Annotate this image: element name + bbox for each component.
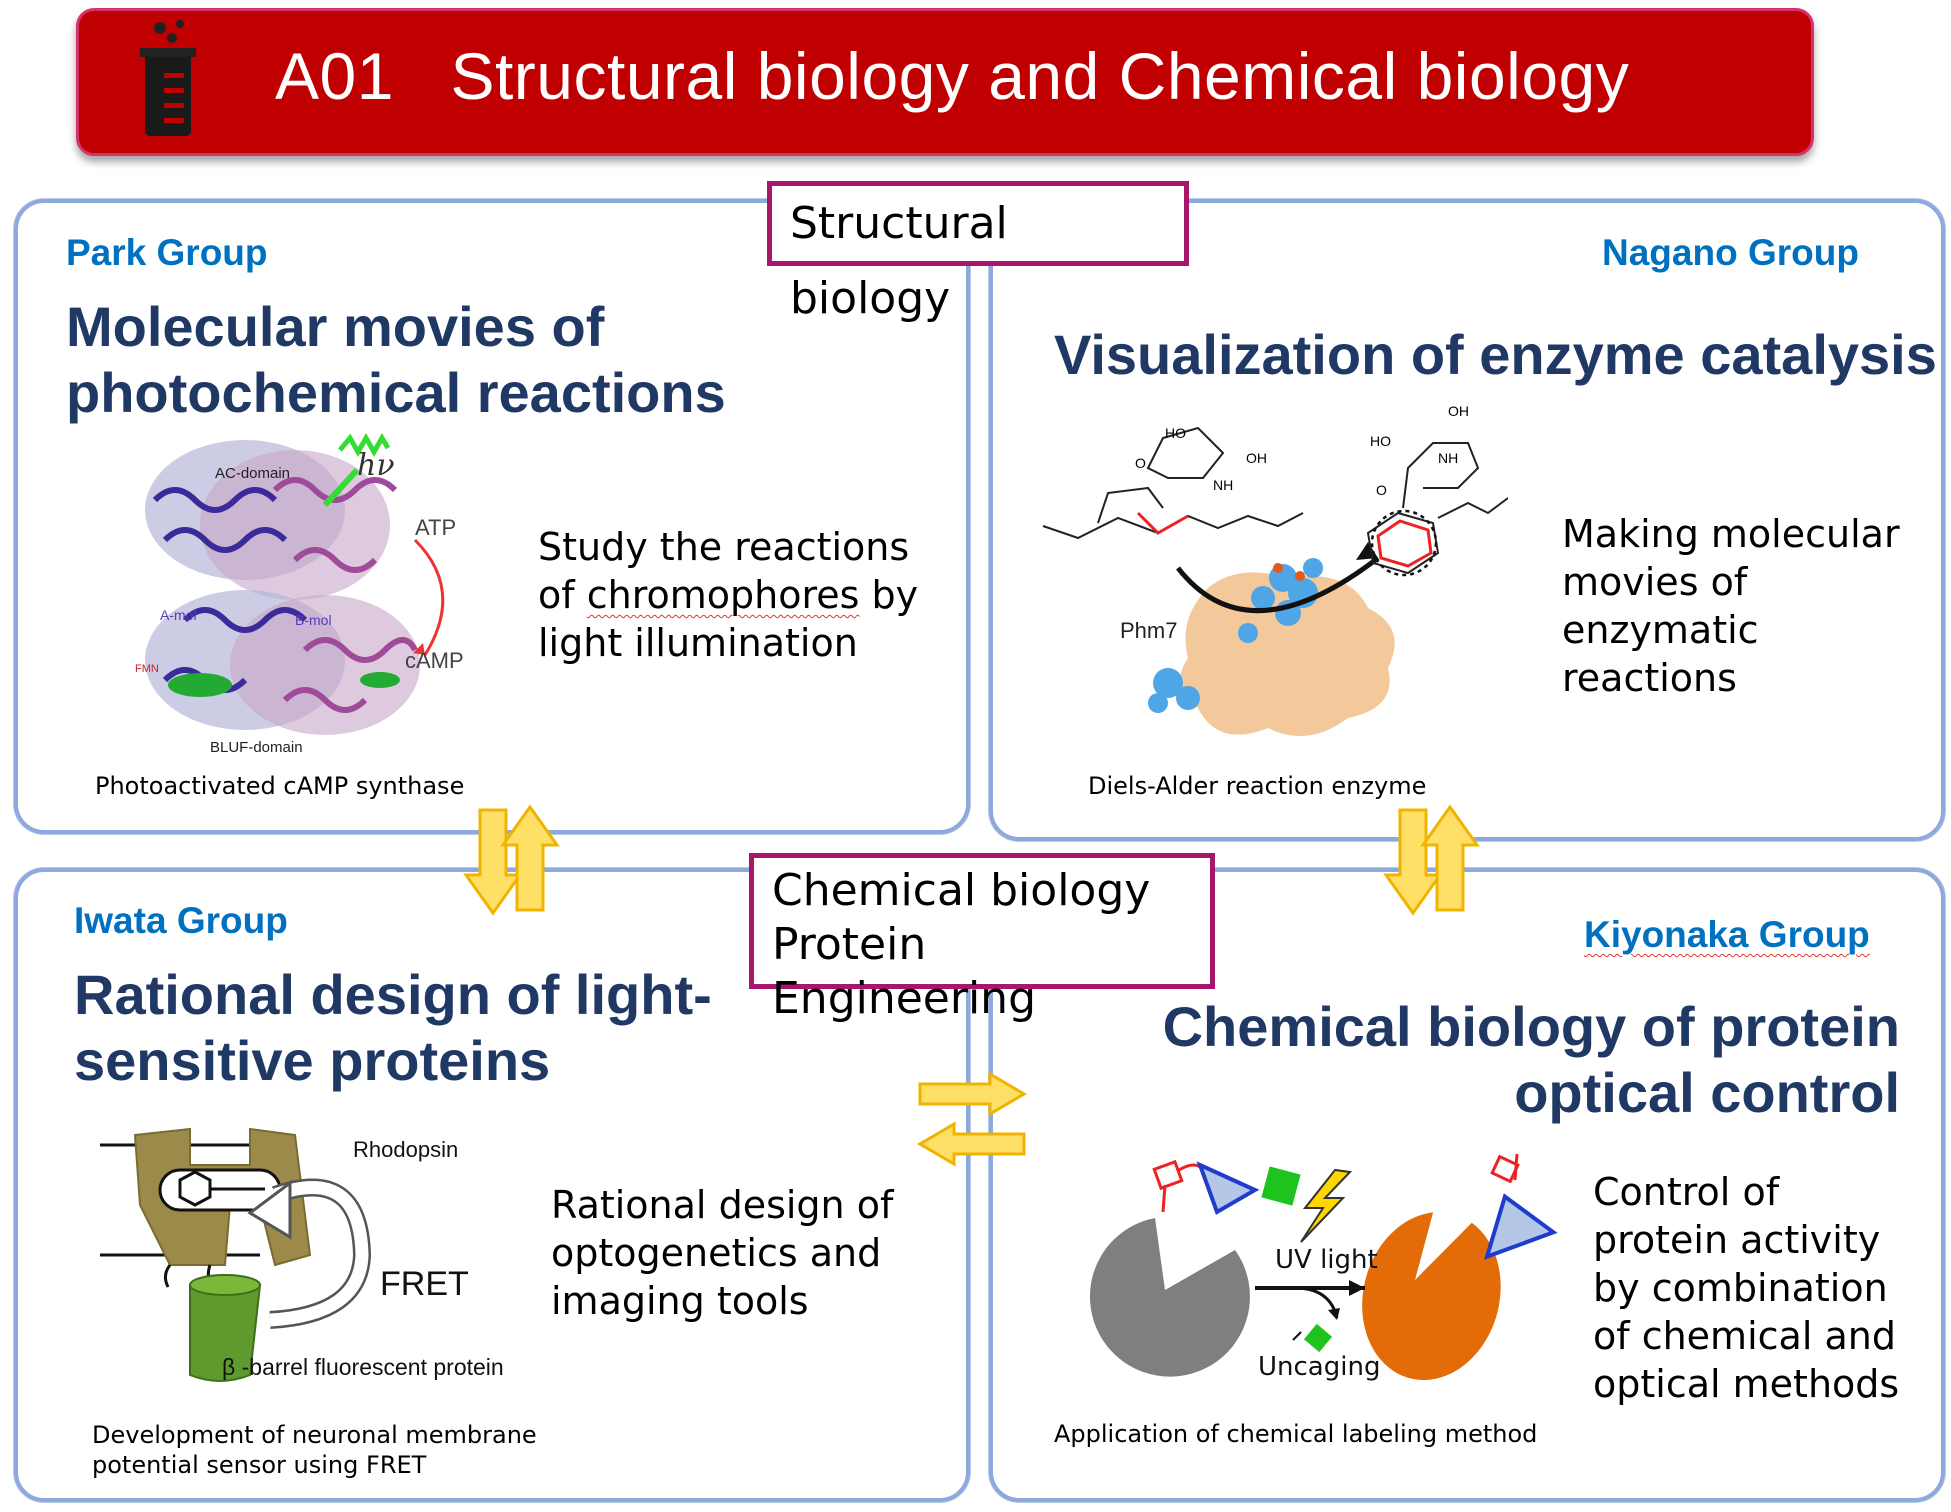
title-banner: [76, 8, 1814, 156]
b-mol-label: B-mol: [295, 612, 332, 628]
park-headline-line1: Molecular movies of: [66, 295, 605, 358]
horizontal-exchange-arrows: [917, 1072, 1027, 1167]
o-label-2: O: [1376, 482, 1387, 498]
diels-alder-enzyme-image: Phm7 HO OH NH O HO OH NH O: [1042, 403, 1508, 736]
park-description: Study the reactions of chromophores by l…: [538, 523, 918, 667]
fmn-label: FMN: [135, 663, 159, 675]
iwata-group-label: Iwata Group: [74, 900, 288, 941]
ho-label-2: HO: [1370, 433, 1391, 449]
vertical-exchange-arrows-right: [1383, 804, 1480, 916]
nagano-desc-line4: reactions: [1562, 656, 1737, 700]
park-desc-chromophores: chromophores: [586, 573, 860, 617]
kiyonaka-desc-line3: by combination: [1593, 1266, 1888, 1310]
a-mol-label: A-mol: [160, 607, 197, 623]
iwata-description: Rational design of optogenetics and imag…: [551, 1181, 893, 1325]
o-label-1: O: [1135, 455, 1146, 471]
kiyonaka-headline-line2: optical control: [1514, 1061, 1900, 1124]
oh-label-2: OH: [1448, 403, 1469, 419]
kiyonaka-desc-line2: protein activity: [1593, 1218, 1881, 1262]
kiyonaka-desc-line4: of chemical and: [1593, 1314, 1896, 1358]
category-chemical-line2: Protein Engineering: [772, 919, 1036, 1024]
fret-sensor-image: Rhodopsin FRET: [100, 1127, 469, 1382]
camp-label: cAMP: [405, 648, 464, 673]
kiyonaka-desc-line1: Control of: [1593, 1170, 1780, 1214]
atp-label: ATP: [415, 515, 456, 540]
category-structural-biology: Structural biology: [767, 181, 1189, 324]
kiyonaka-headline: Chemical biology of protein optical cont…: [1100, 994, 1900, 1126]
nagano-group-label: Nagano Group: [1602, 232, 1859, 273]
iwata-headline: Rational design of light- sensitive prot…: [74, 962, 712, 1094]
kiyonaka-caption: Application of chemical labeling method: [1054, 1420, 1538, 1448]
nagano-desc-line3: enzymatic: [1562, 608, 1759, 652]
vertical-exchange-arrows-left: [463, 804, 560, 916]
oh-label-1: OH: [1246, 450, 1267, 466]
iwata-caption-line2: potential sensor using FRET: [92, 1451, 427, 1479]
park-headline-line2: photochemical reactions: [66, 361, 726, 424]
nagano-desc-line1: Making molecular: [1562, 512, 1900, 556]
iwata-caption-line1: Development of neuronal membrane: [92, 1421, 537, 1449]
uv-light-label: UV light: [1275, 1245, 1378, 1275]
park-desc-line2: of chromophores by: [538, 571, 918, 619]
kiyonaka-group-label: Kiyonaka Group: [1584, 914, 1870, 955]
park-desc-line2-c: by: [859, 573, 919, 617]
park-desc-line1: Study the reactions: [538, 525, 910, 569]
park-desc-line3: light illumination: [538, 621, 858, 665]
nagano-desc-line2: movies of: [1562, 560, 1748, 604]
nh-label-2: NH: [1438, 450, 1458, 466]
nagano-description: Making molecular movies of enzymatic rea…: [1562, 510, 1900, 702]
beta-barrel-label: β -barrel fluorescent protein: [222, 1354, 504, 1380]
nh-label-1: NH: [1213, 477, 1233, 493]
pac-protein-structure-image: AC-domain hν ATP cAMP A-mol B-mol FMN BL…: [135, 432, 464, 756]
uncaging-label: Uncaging: [1258, 1352, 1380, 1382]
category-chemical-biology: Chemical biology Protein Engineering: [749, 853, 1215, 1024]
beaker-icon: [140, 20, 196, 136]
iwata-desc-line1: Rational design of: [551, 1183, 894, 1227]
nagano-headline: Visualization of enzyme catalysis: [1054, 323, 1937, 386]
kiyonaka-desc-line5: optical methods: [1593, 1362, 1900, 1406]
nagano-caption: Diels-Alder reaction enzyme: [1088, 772, 1427, 800]
kiyonaka-headline-line1: Chemical biology of protein: [1162, 995, 1900, 1058]
fret-label: FRET: [380, 1265, 469, 1303]
park-desc-line2-a: of: [538, 573, 587, 617]
park-group-label: Park Group: [66, 232, 268, 273]
category-chemical-line1: Chemical biology: [772, 865, 1151, 916]
bluf-domain-label: BLUF-domain: [210, 739, 303, 756]
ho-label-1: HO: [1165, 425, 1186, 441]
park-headline: Molecular movies of photochemical reacti…: [66, 294, 726, 426]
banner-title: A01 Structural biology and Chemical biol…: [275, 39, 1630, 113]
phm7-label: Phm7: [1120, 618, 1177, 643]
iwata-desc-line2: optogenetics and: [551, 1231, 882, 1275]
kiyonaka-description: Control of protein activity by combinati…: [1593, 1168, 1899, 1408]
iwata-headline-line2: sensitive proteins: [74, 1029, 551, 1092]
park-caption: Photoactivated cAMP synthase: [95, 772, 465, 800]
hv-label: hν: [357, 448, 395, 483]
iwata-desc-line3: imaging tools: [551, 1279, 809, 1323]
rhodopsin-label: Rhodopsin: [353, 1137, 458, 1162]
iwata-headline-line1: Rational design of light-: [74, 963, 712, 1026]
iwata-caption: Development of neuronal membrane potenti…: [92, 1420, 537, 1480]
ac-domain-label: AC-domain: [215, 465, 290, 482]
chemical-labeling-image: UV light Uncaging: [1089, 1153, 1558, 1382]
category-structural-label: Structural biology: [790, 198, 1008, 324]
